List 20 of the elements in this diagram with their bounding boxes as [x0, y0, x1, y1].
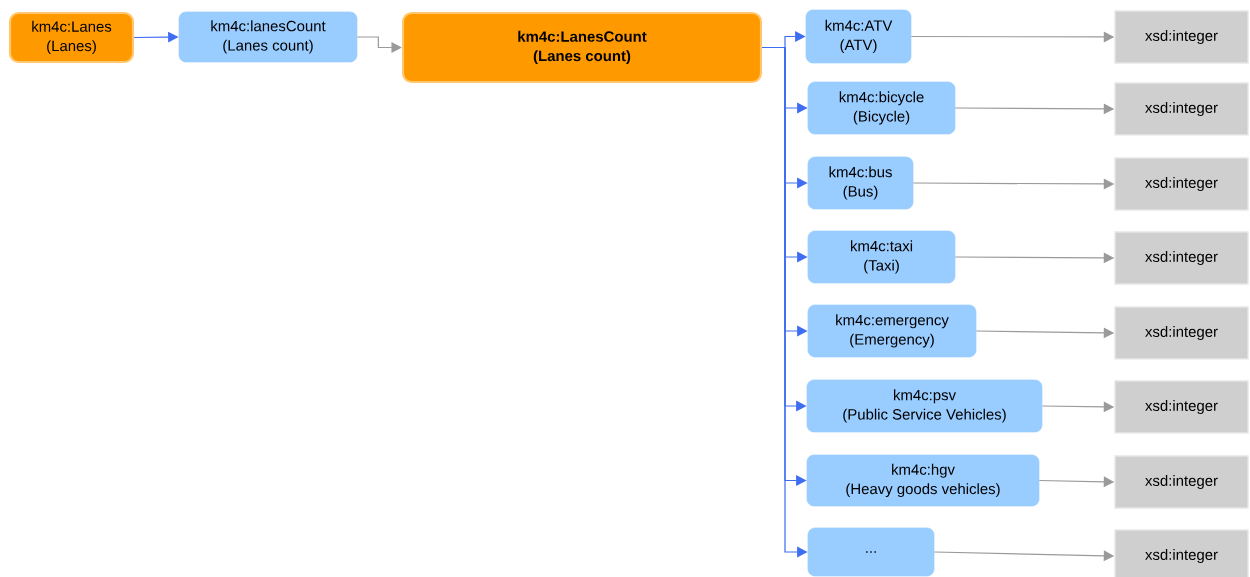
- property-box: km4c:lanesCount (Lanes count): [178, 11, 358, 63]
- property-box: km4c:hgv (Heavy goods vehicles): [806, 454, 1040, 507]
- datatype-box: xsd:integer: [1114, 157, 1249, 211]
- property-box: km4c:psv (Public Service Vehicles): [806, 379, 1043, 433]
- datatype-box: xsd:integer: [1114, 380, 1249, 434]
- property-box: km4c:bus (Bus): [807, 156, 914, 210]
- property-box: km4c:emergency (Emergency): [807, 304, 977, 358]
- property-box: ...: [807, 527, 935, 577]
- datatype-box: xsd:integer: [1114, 455, 1249, 509]
- datatype-box: xsd:integer: [1114, 10, 1249, 64]
- property-box: km4c:ATV (ATV): [805, 9, 912, 64]
- datatype-box: xsd:integer: [1114, 529, 1249, 577]
- datatype-box: xsd:integer: [1114, 82, 1249, 136]
- datatype-box: xsd:integer: [1114, 306, 1249, 360]
- class-box: km4c:LanesCount (Lanes count): [402, 11, 763, 84]
- arrow: [356, 36, 402, 53]
- property-box: km4c:taxi (Taxi): [807, 230, 956, 284]
- property-box: km4c:bicycle (Bicycle): [807, 81, 956, 135]
- datatype-box: xsd:integer: [1114, 231, 1249, 285]
- class-box: km4c:Lanes (Lanes): [8, 11, 135, 64]
